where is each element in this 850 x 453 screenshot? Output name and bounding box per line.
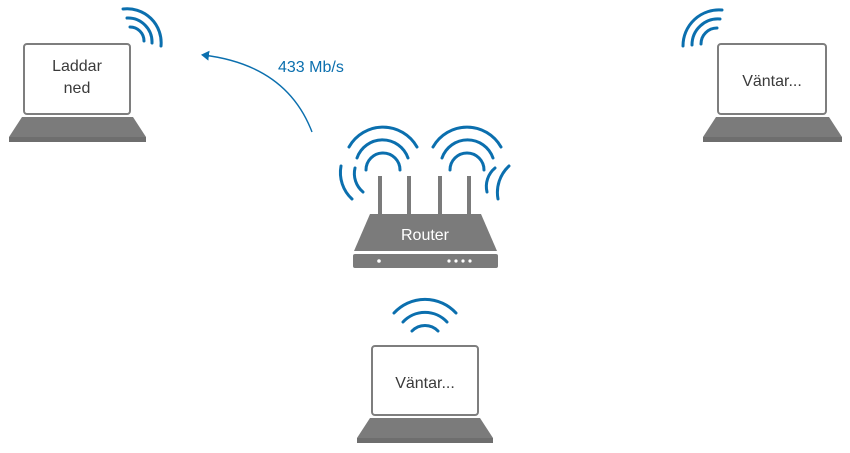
router-status-light [454,259,458,263]
laptop-waiting-bottom: Väntar... [357,297,493,443]
laptop-downloading: Laddar ned [9,7,163,142]
transfer-indicator: 433 Mb/s [201,50,344,133]
router-status-light [461,259,465,263]
laptop-status-line1: Väntar... [395,375,455,392]
laptop-icon [9,43,146,142]
arrow-up-left-icon [201,50,313,133]
router-wifi-waves-icon [338,125,511,201]
wifi-waves-icon [392,297,458,333]
laptop-status-line1: Väntar... [742,73,802,90]
wifi-waves-icon [121,7,163,48]
router-status-light [468,259,472,263]
laptop-status-line2: ned [64,80,91,97]
speed-label: 433 Mb/s [278,59,344,76]
router-icon [353,176,498,268]
router: Router [338,125,511,268]
laptop-icon [357,345,493,443]
laptop-status-line1: Laddar [52,58,102,75]
wifi-waves-icon [681,8,724,48]
router-status-light [447,259,451,263]
router-label: Router [401,227,450,244]
router-power-light [377,259,381,263]
laptop-icon [703,43,842,142]
laptop-waiting-right: Väntar... [681,8,842,142]
